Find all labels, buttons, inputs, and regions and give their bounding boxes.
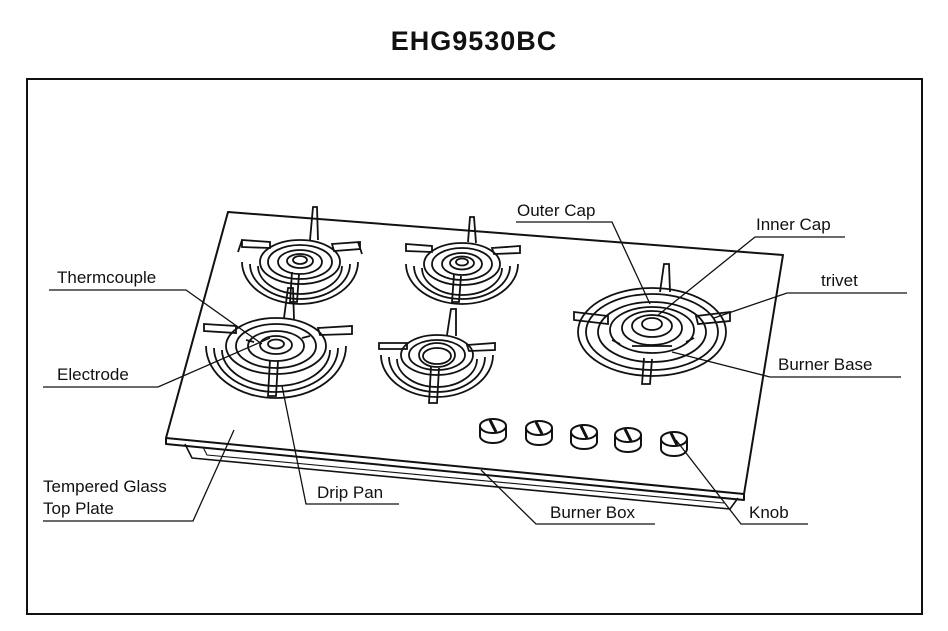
knob-4 [614,427,642,453]
label-trivet: trivet [821,271,858,290]
label-thermocouple: Thermcouple [57,268,157,287]
leader-tempered-glass [43,429,235,522]
diagram-frame [26,78,923,615]
diagram-title: EHG9530BC [390,26,558,56]
label-inner-cap: Inner Cap [756,215,831,234]
label-knob: Knob [749,503,789,522]
leader-burner-box [480,469,655,525]
leader-drip-pan [281,385,399,505]
leader-thermocouple [49,289,263,345]
knob-2 [525,420,553,446]
burner-bottom-middle [378,308,496,404]
knob-3 [570,424,598,450]
label-burner-box: Burner Box [550,503,636,522]
leader-trivet [713,292,907,319]
label-tempered-glass-top-plate: Tempered Glass Top Plate [43,476,167,520]
knob-1 [479,418,507,444]
label-drip-pan: Drip Pan [317,483,384,502]
leader-electrode [43,337,271,388]
burner-right-wok [573,263,731,385]
burner-bottom-left [203,287,353,399]
leader-burner-base [671,351,901,378]
label-electrode: Electrode [57,365,129,384]
glass-top-plate [165,211,784,510]
burner-top-middle [405,216,521,305]
label-outer-cap: Outer Cap [517,201,596,220]
knob-5 [660,431,688,457]
leader-knob [675,439,808,525]
label-tempered-glass-line1: Tempered Glass [43,477,167,496]
label-tempered-glass-line2: Top Plate [43,499,114,518]
leader-outer-cap [516,221,651,305]
label-burner-base: Burner Base [778,355,873,374]
leader-inner-cap [656,236,845,317]
